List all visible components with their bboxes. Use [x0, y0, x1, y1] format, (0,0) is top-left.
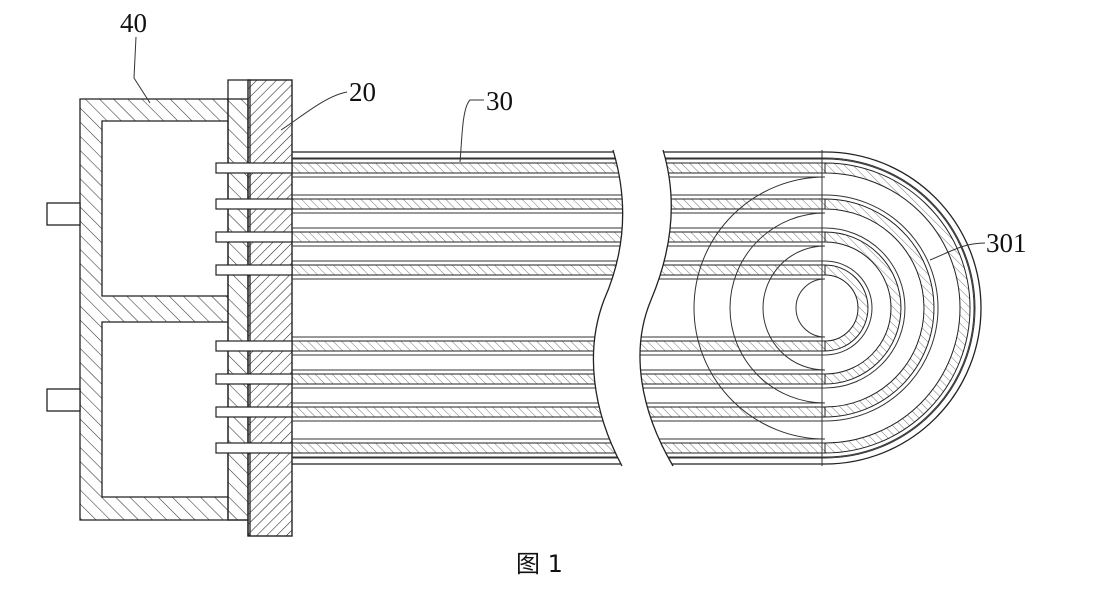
break-line-right [639, 149, 674, 467]
outlet-nozzle [46, 388, 81, 412]
header-box [46, 79, 251, 536]
tube-bundle-right [639, 151, 825, 465]
leader-30 [459, 99, 484, 163]
leader-40 [133, 36, 151, 104]
label-20: 20 [349, 77, 376, 107]
tube-stubs [215, 162, 293, 454]
break-line-left [592, 149, 624, 467]
label-40: 40 [120, 8, 147, 38]
figure-caption: 图 1 [516, 550, 563, 578]
u-bend [693, 150, 982, 466]
label-30: 30 [486, 86, 513, 116]
inlet-nozzle [46, 202, 81, 226]
tube-sheet [247, 79, 293, 537]
leader-301 [929, 242, 986, 261]
leader-20 [280, 91, 348, 131]
tube-bundle-left [292, 151, 623, 465]
label-301: 301 [986, 228, 1027, 258]
